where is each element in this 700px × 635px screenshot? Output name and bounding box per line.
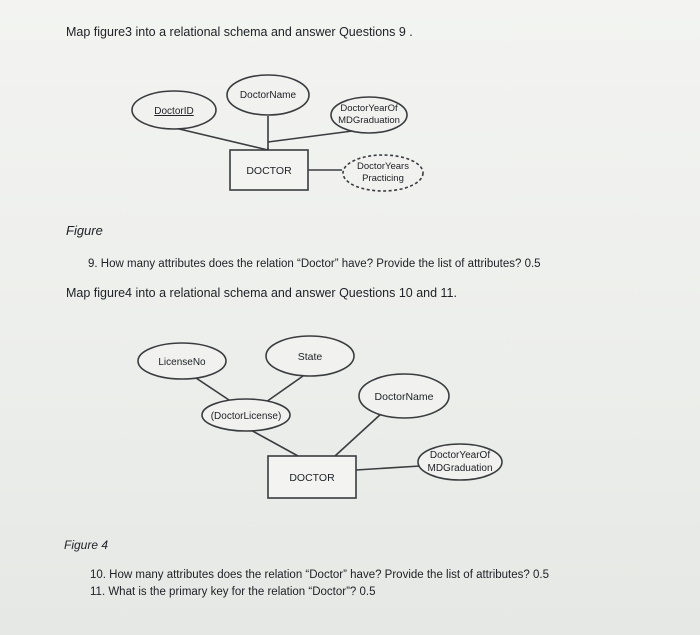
fig3-label-years-1: DoctorYears	[357, 161, 409, 172]
fig4-attr-doctorlicense	[201, 398, 291, 432]
fig3-line-doctorid	[174, 127, 269, 151]
intro-figure3: Map figure3 into a relational schema and…	[66, 25, 413, 39]
fig4-line-yearof	[355, 465, 421, 471]
fig4-label-licenseno: LicenseNo	[158, 357, 206, 368]
fig3-label-years-2: Practicing	[362, 173, 404, 184]
fig4-label-doctorname: DoctorName	[375, 391, 434, 403]
fig4-line-doctorname	[334, 412, 383, 457]
fig3-attr-doctorname	[226, 74, 310, 116]
fig3-label-entity: DOCTOR	[246, 165, 292, 177]
fig4-attr-licenseno	[137, 342, 227, 380]
fig3-label-doctorid: DoctorID	[154, 106, 193, 117]
fig4-entity-doctor	[267, 455, 357, 499]
fig4-attr-yearof	[417, 443, 503, 481]
fig3-attr-yearspracticing	[342, 154, 424, 192]
fig3-line-yearof	[267, 129, 361, 143]
fig4-attr-doctorname	[358, 373, 450, 419]
fig4-attr-state	[265, 335, 355, 377]
fig4-label-state: State	[298, 351, 323, 363]
figure3-caption: Figure	[66, 223, 103, 238]
figure3-diagram	[131, 74, 424, 192]
fig4-label-yearof-1: DoctorYearOf	[430, 450, 490, 461]
fig3-label-yearof-1: DoctorYearOf	[340, 103, 398, 114]
fig3-entity-doctor	[229, 149, 309, 191]
fig4-label-yearof-2: MDGraduation	[427, 463, 492, 474]
intro-figure4: Map figure4 into a relational schema and…	[66, 286, 457, 300]
fig3-attr-yearof	[330, 96, 408, 134]
fig4-line-state	[265, 375, 304, 403]
figure4-caption: Figure 4	[64, 538, 109, 552]
fig3-label-yearof-2: MDGraduation	[338, 115, 400, 126]
fig4-label-doctorlicense: (DoctorLicense)	[211, 411, 282, 422]
fig4-line-license-doctor	[246, 427, 299, 457]
figure4-diagram	[137, 335, 503, 499]
question-11: 11. What is the primary key for the rela…	[90, 586, 376, 598]
question-9: 9. How many attributes does the relation…	[88, 258, 541, 270]
fig3-attr-doctorid	[131, 90, 217, 130]
fig4-label-entity: DOCTOR	[289, 472, 335, 484]
question-10: 10. How many attributes does the relatio…	[90, 569, 549, 581]
fig3-label-doctorname: DoctorName	[240, 90, 297, 101]
